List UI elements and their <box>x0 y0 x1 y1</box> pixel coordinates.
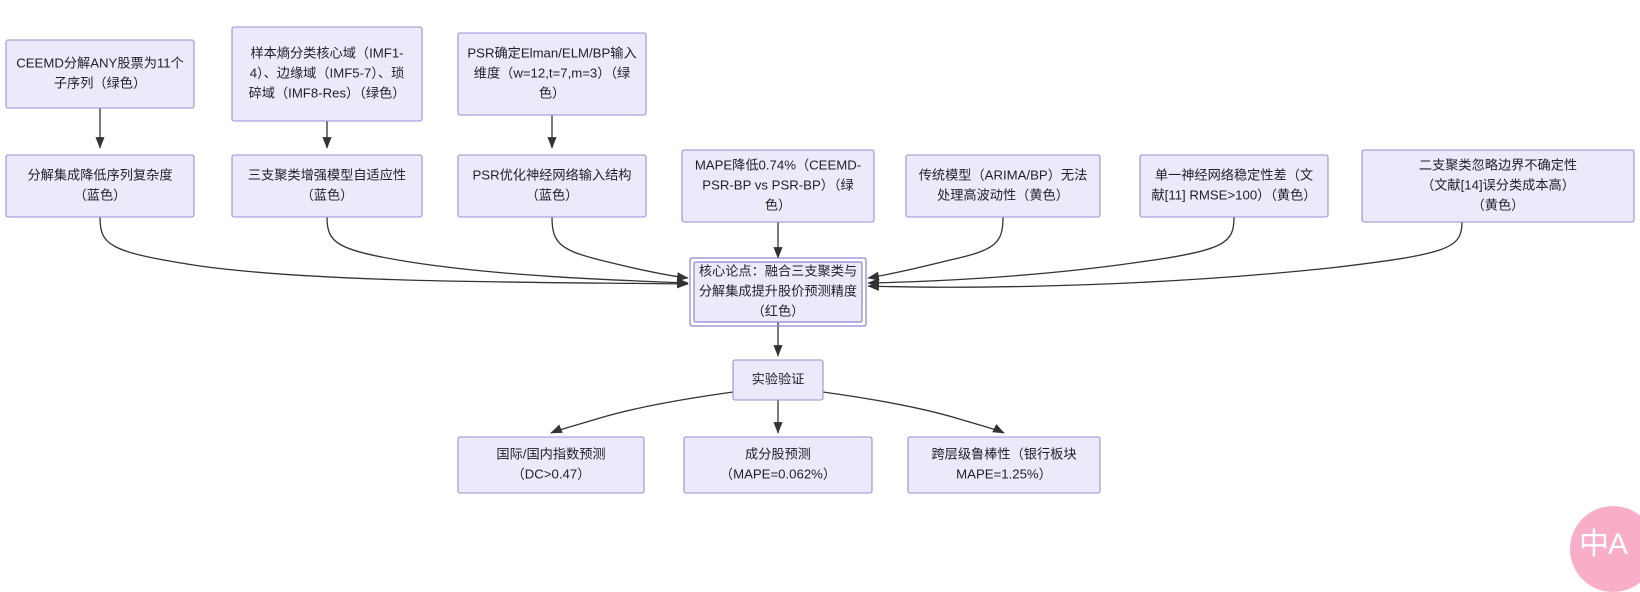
node-decomp-complexity-box <box>5 154 195 218</box>
node-single-nn-line-0: 单一神经网络稳定性差（文 <box>1155 167 1313 182</box>
edge-experiment-to-index-forecast <box>550 391 734 434</box>
edge-three-way-adapt-to-core-claim <box>326 216 689 288</box>
node-decomp-complexity-line-0: 分解集成降低序列复杂度 <box>27 167 172 182</box>
node-ceemd-box <box>5 39 195 109</box>
node-two-way-cluster-box <box>1361 149 1635 223</box>
node-component-forecast-box <box>683 436 873 494</box>
node-three-way-adapt-line-0: 三支聚类增强模型自适应性 <box>248 167 406 182</box>
node-ceemd-line-1: 子序列（绿色） <box>54 74 146 90</box>
node-single-nn-line-1: 献[11] RMSE>100）（黄色） <box>1151 186 1316 202</box>
node-psr-dim-line-0: PSR确定Elman/ELM/BP输入 <box>467 45 636 60</box>
node-cross-layer-robust-box <box>907 436 1101 494</box>
node-experiment[interactable]: 实验验证 <box>732 359 824 401</box>
node-two-way-cluster-line-0: 二支聚类忽略边界不确定性 <box>1419 157 1577 172</box>
edge-decomp-complexity-to-core-claim <box>99 216 689 289</box>
node-two-way-cluster[interactable]: 二支聚类忽略边界不确定性 （文献[14]误分类成本高） （黄色） <box>1361 149 1635 223</box>
node-mape-drop-line-2: 色） <box>765 196 791 212</box>
node-mape-drop-line-0: MAPE降低0.74%（CEEMD- <box>695 157 861 172</box>
edge-traditional-model-to-core-claim <box>867 216 1004 281</box>
node-component-forecast-line-1: （MAPE=0.062%） <box>720 466 836 481</box>
node-three-way-adapt-box <box>231 154 423 218</box>
node-traditional-model-box <box>905 154 1101 218</box>
node-two-way-cluster-line-2: （黄色） <box>1472 196 1525 212</box>
node-component-forecast[interactable]: 成分股预测 （MAPE=0.062%） <box>683 436 873 494</box>
watermark-label: 中A <box>1578 528 1628 561</box>
flowchart-root: CEEMD分解ANY股票为11个子序列（绿色） 样本熵分类核心域（IMF1- 4）、… <box>5 26 1640 592</box>
node-cross-layer-robust[interactable]: 跨层级鲁棒性（银行板块 MAPE=1.25%） <box>907 436 1101 494</box>
node-sample-entropy[interactable]: 样本熵分类核心域（IMF1- 4）、边缘域（IMF5-7）、琐碎域（IMF8-Re… <box>231 26 423 122</box>
node-mape-drop-box <box>681 149 875 223</box>
edge-single-nn-to-core-claim <box>867 216 1235 288</box>
node-mape-drop-line-1: PSR-BP vs PSR-BP）（绿 <box>702 177 853 192</box>
node-three-way-adapt-line-1: （蓝色） <box>301 186 354 202</box>
node-experiment-box <box>732 359 824 401</box>
node-single-nn-box <box>1139 154 1329 218</box>
node-psr-structure-line-0: PSR优化神经网络输入结构 <box>473 167 632 182</box>
watermark-badge: 中A <box>1570 506 1640 592</box>
edge-psr-structure-to-core-claim <box>551 216 689 282</box>
node-mape-drop[interactable]: MAPE降低0.74%（CEEMD- PSR-BP vs PSR-BP）（绿色） <box>681 149 875 223</box>
node-core-claim-line-1: 分解集成提升股价预测精度 <box>699 283 857 298</box>
node-three-way-adapt[interactable]: 三支聚类增强模型自适应性 （蓝色） <box>231 154 423 218</box>
node-core-claim-line-0: 核心论点：融合三支聚类与 <box>699 263 857 278</box>
node-single-nn[interactable]: 单一神经网络稳定性差（文献[11] RMSE>100）（黄色） <box>1139 154 1329 218</box>
node-index-forecast-line-0: 国际/国内指数预测 <box>496 446 605 461</box>
node-psr-dim-line-2: 色） <box>539 84 565 100</box>
node-core-claim-line-2: （红色） <box>752 302 805 318</box>
node-decomp-complexity-line-1: （蓝色） <box>74 186 127 202</box>
node-sample-entropy-line-1: 4）、边缘域（IMF5-7）、琐 <box>250 64 405 80</box>
node-two-way-cluster-line-1: （文献[14]误分类成本高） <box>1421 176 1575 192</box>
node-core-claim-outer-border <box>689 257 867 327</box>
node-sample-entropy-box <box>231 26 423 122</box>
node-cross-layer-robust-line-0: 跨层级鲁棒性（银行板块 <box>931 446 1076 461</box>
node-ceemd-line-0: CEEMD分解ANY股票为11个 <box>16 55 184 70</box>
node-index-forecast-line-1: （DC>0.47） <box>512 466 591 481</box>
node-traditional-model-line-0: 传统模型（ARIMA/BP）无法 <box>919 167 1088 182</box>
node-index-forecast-box <box>457 436 645 494</box>
node-traditional-model-line-1: 处理高波动性（黄色） <box>937 186 1069 202</box>
node-decomp-complexity[interactable]: 分解集成降低序列复杂度 （蓝色） <box>5 154 195 218</box>
node-psr-structure-line-1: （蓝色） <box>526 186 579 202</box>
node-psr-dim-line-1: 维度（w=12,t=7,m=3）（绿 <box>474 65 630 80</box>
node-psr-dim-box <box>457 32 647 116</box>
edge-layer <box>95 108 1463 434</box>
node-index-forecast[interactable]: 国际/国内指数预测 （DC>0.47） <box>457 436 645 494</box>
node-sample-entropy-line-2: 碎域（IMF8-Res）（绿色） <box>249 84 406 100</box>
node-cross-layer-robust-line-1: MAPE=1.25%） <box>956 466 1052 481</box>
node-psr-structure[interactable]: PSR优化神经网络输入结构 （蓝色） <box>457 154 647 218</box>
node-experiment-line-0: 实验验证 <box>752 371 805 386</box>
edge-experiment-to-cross-layer-robust <box>822 391 1005 434</box>
node-core-claim-box <box>693 261 863 323</box>
node-component-forecast-line-0: 成分股预测 <box>745 446 811 461</box>
edge-two-way-cluster-to-core-claim <box>867 221 1463 291</box>
node-sample-entropy-line-0: 样本熵分类核心域（IMF1- <box>250 45 403 60</box>
node-psr-structure-box <box>457 154 647 218</box>
